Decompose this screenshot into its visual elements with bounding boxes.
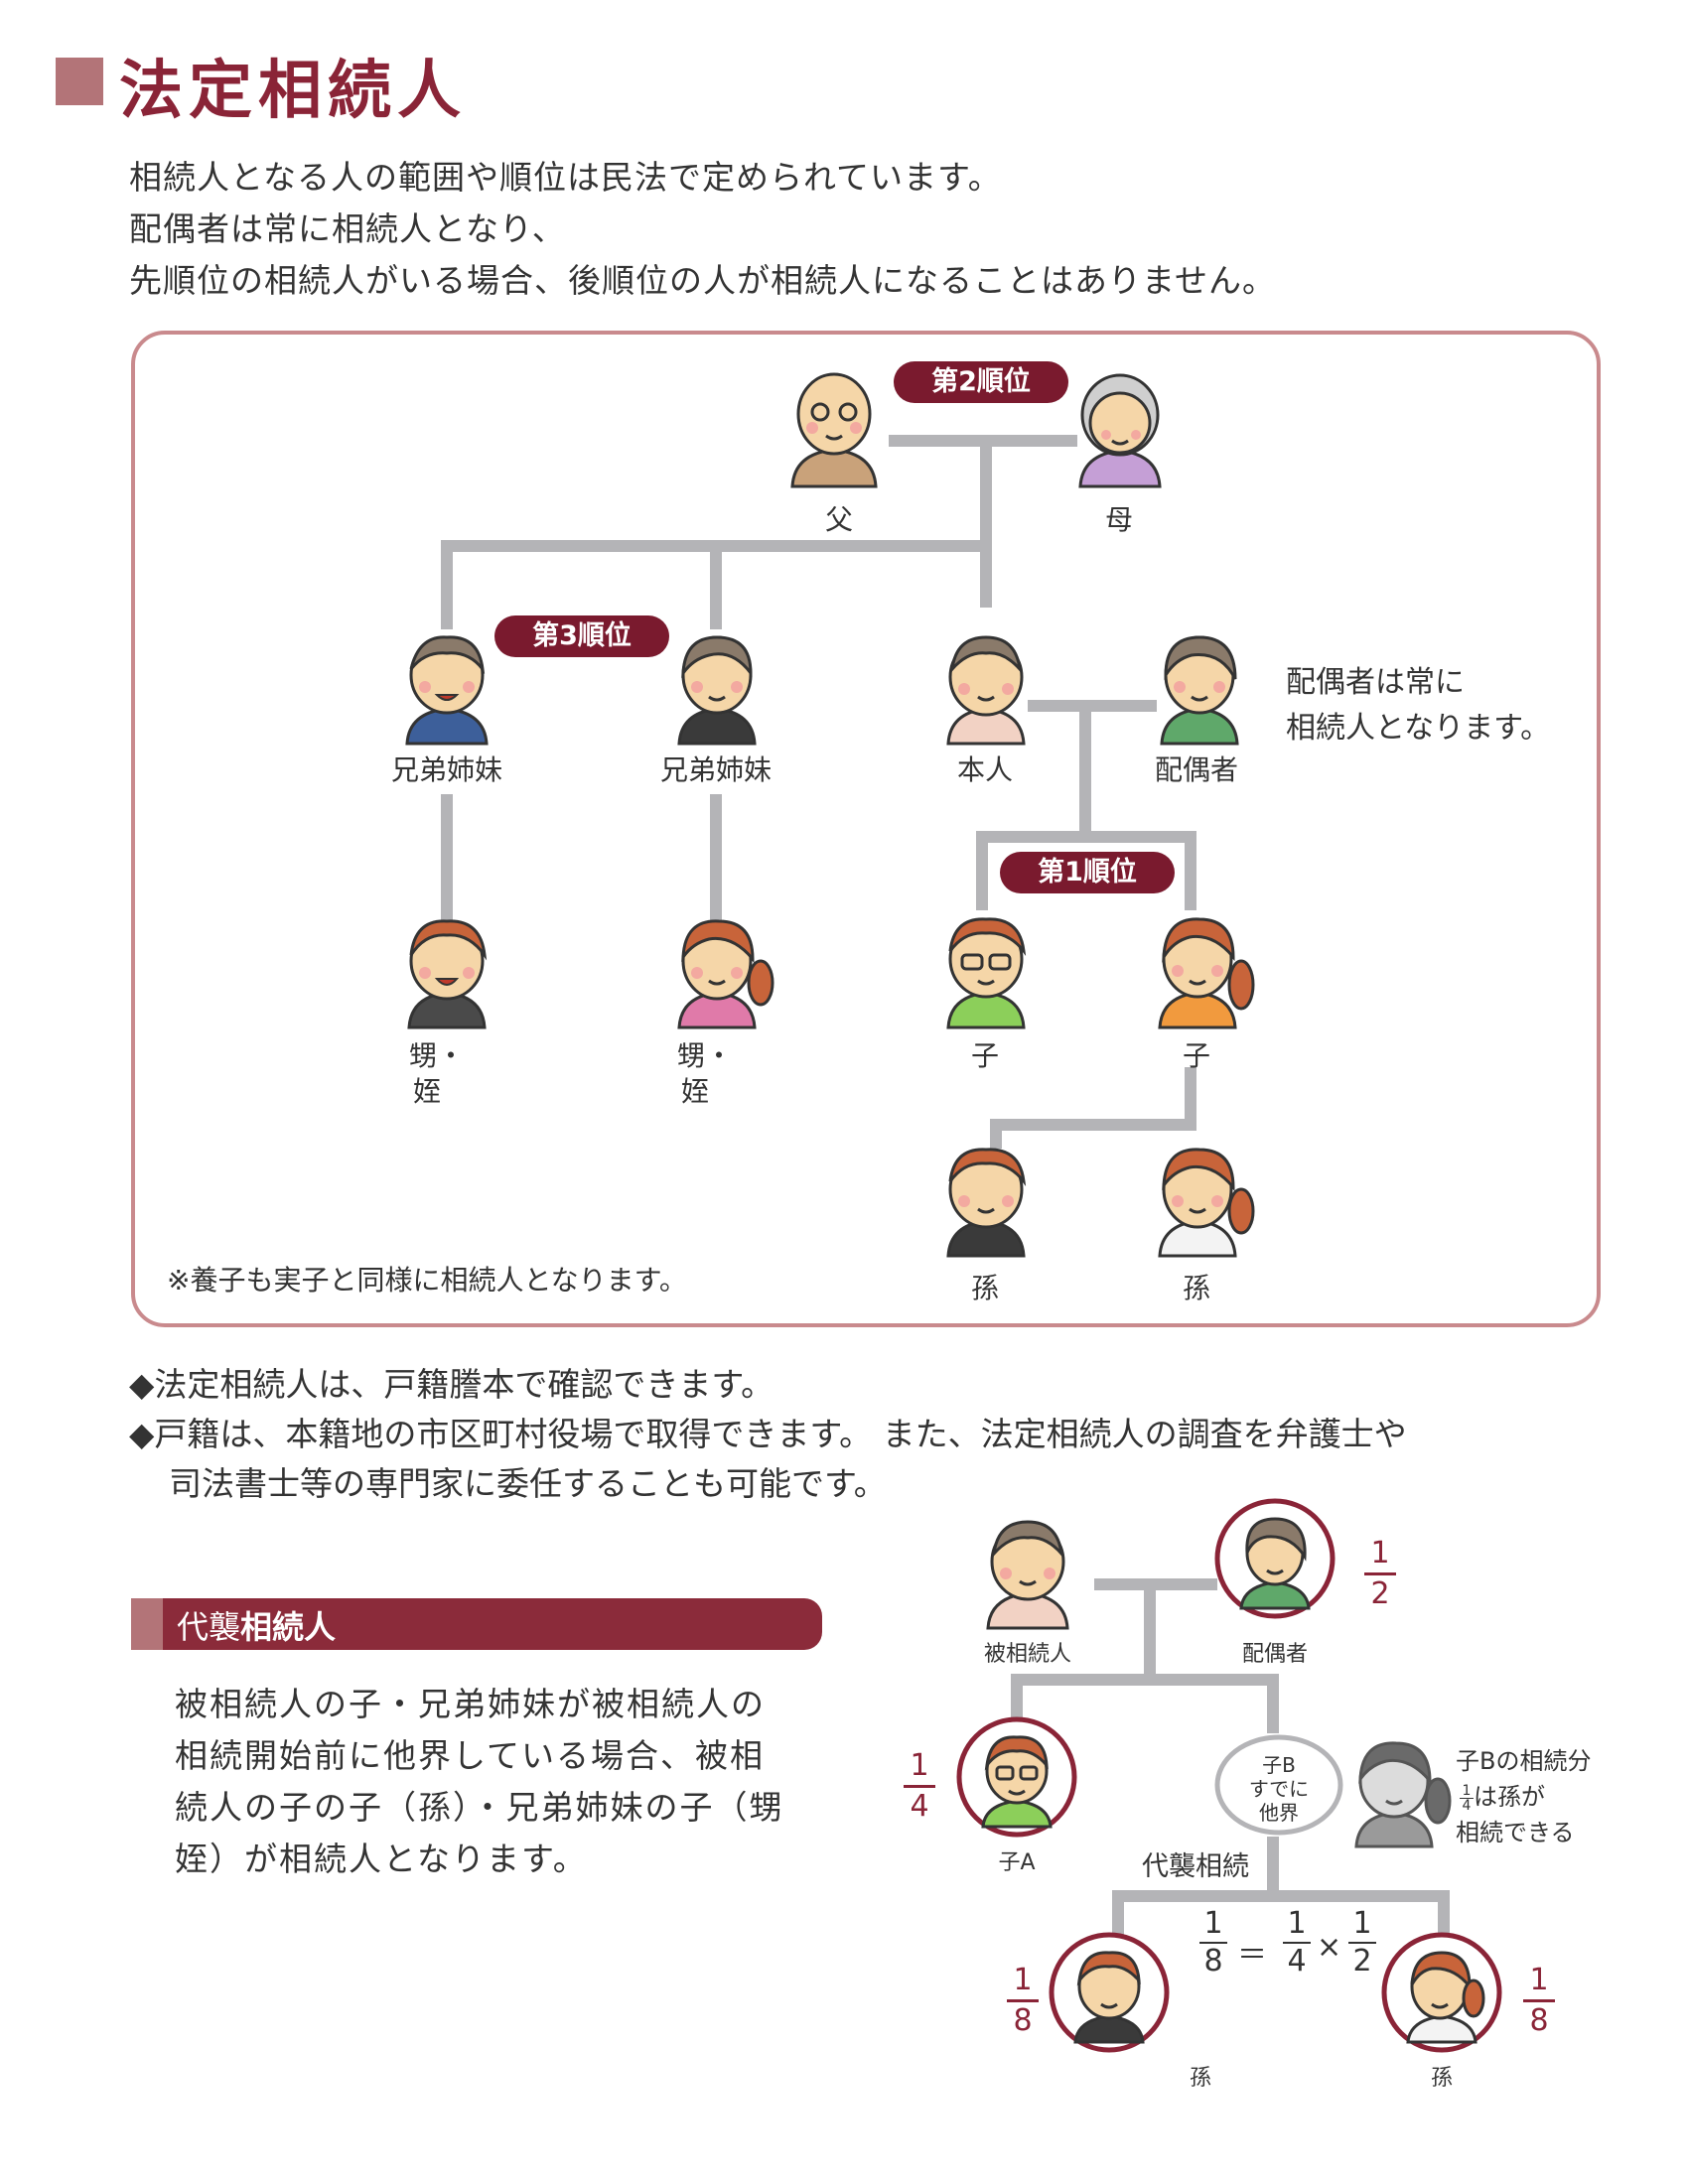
share-spouse-num: 1 [1370, 1536, 1390, 1570]
section-title: 代襲相続人 [177, 1602, 336, 1648]
rank-3-badge: 第3順位 [494, 615, 669, 657]
child-b-line-3: 他界 [1259, 1801, 1299, 1825]
intro-line-1: 相続人となる人の範囲や順位は民法で定められています。 [129, 158, 1002, 197]
label-nephew-2-line-1: 甥・ [676, 1039, 734, 1072]
child-b-note-line-3: 相続できる [1456, 1819, 1575, 1846]
bullet-line-1: ◆法定相続人は、戸籍謄本で確認できます。 [129, 1365, 774, 1404]
section-body-line-3: 続人の子の子（孫）・兄弟姉妹の子（甥 [175, 1788, 784, 1827]
label-sibling-1: 兄弟姉妹 [390, 753, 503, 786]
section-header-bar [131, 1598, 822, 1650]
child-b-text: 子B すでに 他界 [1213, 1753, 1344, 1825]
eq-a-den: 4 [1287, 1944, 1307, 1979]
label-nephew-2-line-2: 姪 [680, 1075, 710, 1108]
bullet-line-3: 司法書士等の専門家に委任することも可能です。 [169, 1464, 887, 1503]
grandchild-2-figure-icon [1158, 1148, 1255, 1258]
eq-b-num: 1 [1352, 1906, 1372, 1941]
nephew-1-figure-icon [407, 919, 488, 1029]
child-a-figure-icon [956, 1716, 1077, 1838]
child-b-ghost-figure-icon [1354, 1741, 1452, 1848]
sibling-1-figure-icon [405, 635, 489, 746]
spouse-2-figure-icon [1214, 1498, 1336, 1619]
label-spouse: 配偶者 [1154, 753, 1239, 786]
eq-times: × [1317, 1930, 1342, 1965]
share-spouse-den: 2 [1370, 1576, 1390, 1611]
eq-b-den: 2 [1352, 1944, 1372, 1979]
rank-2-badge: 第2順位 [894, 361, 1068, 403]
bullet-line-2: ◆戸籍は、本籍地の市区町村役場で取得できます。 また、法定相続人の調査を弁護士や [129, 1415, 1407, 1453]
eq-equals: ＝ [1237, 1938, 1267, 1973]
adoption-note: ※養子も実子と同様に相続人となります。 [167, 1264, 687, 1297]
child-b-line-2: すでに [1248, 1777, 1310, 1801]
eq-lhs-den: 8 [1203, 1944, 1223, 1979]
rank-1-badge: 第1順位 [1000, 852, 1175, 893]
title-square-icon [56, 58, 103, 105]
share-child-a-num: 1 [910, 1748, 929, 1783]
section-header-accent [131, 1598, 163, 1650]
mother-figure-icon [1078, 373, 1162, 488]
child-b-line-1: 子B [1262, 1753, 1296, 1777]
section-title-bold: 相続人 [240, 1608, 337, 1646]
note-frac-den: 4 [1462, 1797, 1472, 1814]
page-title: 法定相続人 [119, 55, 467, 128]
child-2-figure-icon [1158, 917, 1255, 1029]
label-spouse-2: 配偶者 [1241, 1642, 1309, 1667]
section-body-line-1: 被相続人の子・兄弟姉妹が被相続人の [175, 1685, 766, 1723]
eq-a-num: 1 [1287, 1906, 1307, 1941]
note-frac-num: 1 [1462, 1782, 1472, 1799]
label-child-a: 子A [998, 1850, 1036, 1875]
father-figure-icon [790, 372, 878, 488]
child-1-figure-icon [946, 917, 1027, 1029]
label-grandchild-2: 孫 [1182, 1272, 1211, 1304]
share-grand-1-num: 1 [1013, 1963, 1033, 1997]
grandchild-1-figure-icon [946, 1148, 1027, 1258]
child-b-note-line-2: 1 4 は孫が [1460, 1777, 1545, 1813]
grandchild-4-figure-icon [1381, 1932, 1502, 2053]
spouse-note-line-2: 相続人となります。 [1286, 711, 1551, 746]
label-decedent: 被相続人 [983, 1642, 1072, 1667]
label-father: 父 [824, 503, 854, 536]
label-grandchild-1: 孫 [970, 1272, 1000, 1304]
family-tree-frame [131, 331, 1601, 1327]
label-child-2: 子 [1182, 1039, 1211, 1072]
label-mother: 母 [1104, 503, 1134, 536]
label-sibling-2: 兄弟姉妹 [659, 753, 773, 786]
self-figure-icon [946, 635, 1026, 746]
note-line-2-text: は孫が [1474, 1783, 1545, 1811]
grandchild-3-figure-icon [1049, 1932, 1170, 2053]
intro-line-3: 先順位の相続人がいる場合、後順位の人が相続人になることはありません。 [129, 261, 1277, 300]
share-grand-1-den: 8 [1013, 2003, 1033, 2038]
section-body-line-2: 相続開始前に他界している場合、被相 [175, 1736, 766, 1775]
sibling-2-figure-icon [677, 635, 757, 746]
label-grandchild-4: 孫 [1430, 2066, 1454, 2091]
label-nephew-1-line-1: 甥・ [408, 1039, 466, 1072]
spouse-figure-icon [1160, 635, 1239, 746]
substitute-inheritance-label: 代襲相続 [1142, 1851, 1249, 1882]
intro-line-2: 配偶者は常に相続人となり、 [129, 209, 566, 248]
child-b-note-fraction: 1 4 [1460, 1784, 1474, 1813]
share-child-a-den: 4 [910, 1789, 929, 1824]
niece-1-figure-icon [677, 919, 774, 1029]
share-grand-2-num: 1 [1529, 1963, 1549, 1997]
spouse-note-line-1: 配偶者は常に [1286, 665, 1465, 700]
eq-lhs-num: 1 [1203, 1906, 1223, 1941]
child-b-note-line-1: 子Bの相続分 [1456, 1747, 1592, 1775]
section-body-line-4: 姪）が相続人となります。 [175, 1840, 588, 1878]
label-grandchild-3: 孫 [1189, 2066, 1212, 2091]
label-child-1: 子 [970, 1039, 1000, 1072]
label-nephew-1-line-2: 姪 [412, 1075, 442, 1108]
child-b-deceased-oval [1214, 1734, 1343, 1836]
section-title-plain: 代襲 [177, 1608, 241, 1646]
share-grand-2-den: 8 [1529, 2003, 1549, 2038]
decedent-figure-icon [986, 1520, 1069, 1630]
label-self: 本人 [956, 753, 1014, 786]
